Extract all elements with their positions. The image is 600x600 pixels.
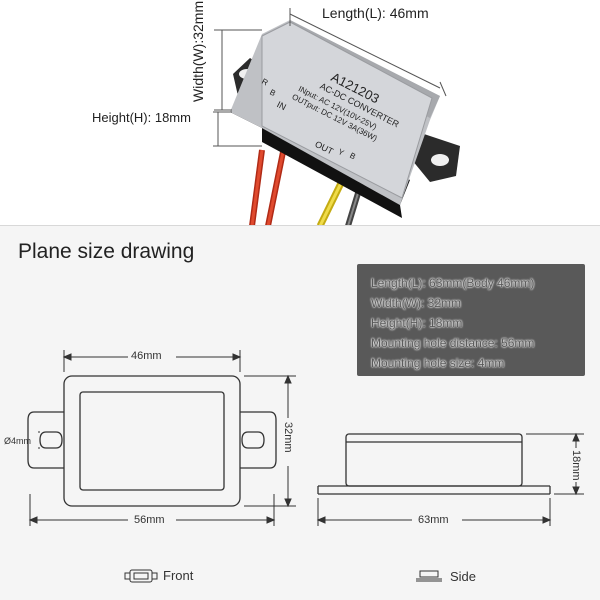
width-label: Width(W):32mm xyxy=(190,0,206,102)
technical-drawing xyxy=(27,350,584,583)
photo-dimension-lines xyxy=(213,8,447,147)
side-right-dim-label: 18mm xyxy=(570,450,582,481)
pin-r-label: R xyxy=(260,77,269,88)
side-dimensions xyxy=(316,432,584,526)
spec-height: Height(H): 18mm xyxy=(371,316,463,330)
side-bottom-dim-label: 63mm xyxy=(418,514,449,526)
front-view xyxy=(27,375,277,507)
length-label: Length(L): 46mm xyxy=(322,5,429,21)
pin-b-out-label: B xyxy=(348,151,357,161)
front-legend-label: Front xyxy=(163,568,194,583)
spec-length: Length(L): 63mm(Body 46mm) xyxy=(371,276,535,290)
converter-illustration: A121203 AC-DC CONVERTER INput: AC 12V(10… xyxy=(213,8,460,226)
product-photo-panel: A121203 AC-DC CONVERTER INput: AC 12V(10… xyxy=(0,0,600,226)
front-top-dim-label: 46mm xyxy=(131,350,162,362)
side-legend-icon xyxy=(416,570,442,582)
spec-hole-size: Mounting hole size: 4mm xyxy=(371,356,505,370)
section-divider xyxy=(0,225,600,226)
front-bottom-dim-label: 56mm xyxy=(134,514,165,526)
pin-b-in-label: B xyxy=(268,88,277,98)
front-dimensions xyxy=(28,350,296,526)
pin-y-label: Y xyxy=(337,147,346,158)
front-right-dim-label: 32mm xyxy=(282,422,294,453)
spec-box: Length(L): 63mm(Body 46mm) Width(W): 32m… xyxy=(357,264,585,376)
side-legend-label: Side xyxy=(450,569,477,584)
spec-width: Width(W): 32mm xyxy=(371,296,461,310)
height-label: Height(H): 18mm xyxy=(92,110,191,125)
hole-dim-label: Ø4mm xyxy=(4,436,31,446)
plane-drawing-panel: Plane size drawing Length(L): 63mm(Body … xyxy=(0,226,600,600)
side-view xyxy=(317,433,551,495)
spec-hole-distance: Mounting hole distance: 56mm xyxy=(371,336,535,350)
in-label: IN xyxy=(275,99,288,112)
front-legend-icon xyxy=(124,569,158,583)
drawing-title: Plane size drawing xyxy=(18,240,195,263)
